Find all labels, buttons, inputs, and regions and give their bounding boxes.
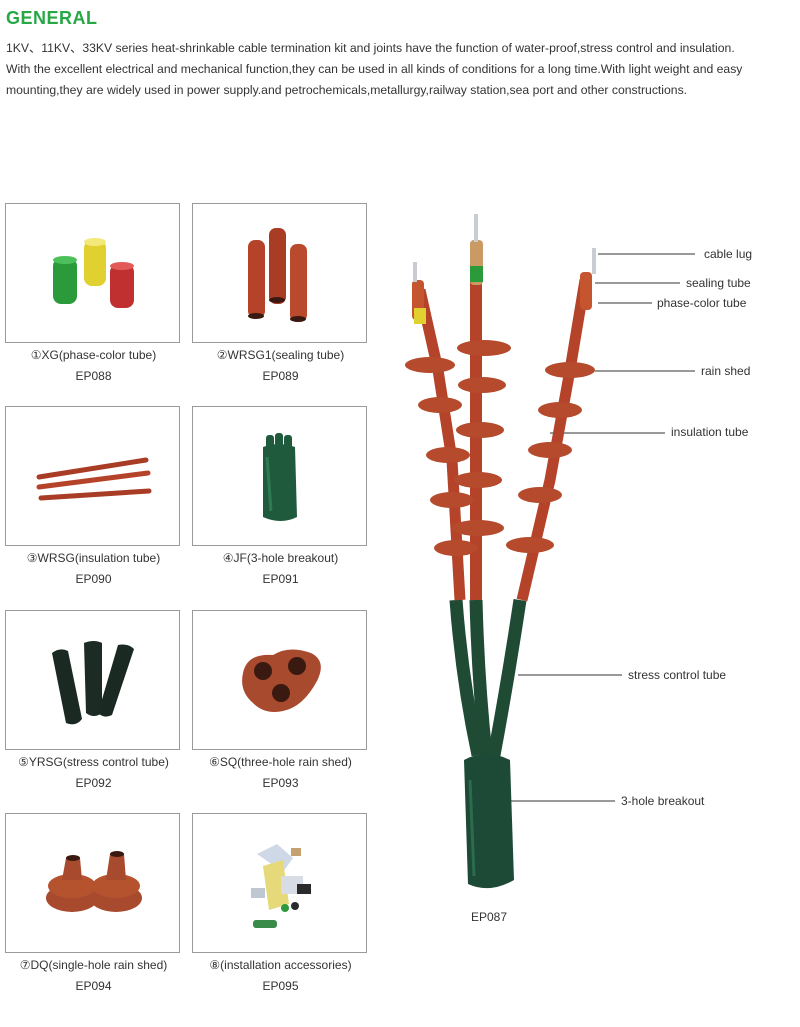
product-caption: ③WRSG(insulation tube): [26, 551, 161, 565]
callout-phase-color-tube: phase-color tube: [657, 296, 747, 310]
callout-cable-lug: cable lug: [704, 247, 753, 261]
product-code: EP093: [262, 776, 299, 790]
description: 1KV、11KV、33KV series heat-shrinkable cab…: [6, 38, 796, 101]
product-caption: ①XG(phase-color tube): [30, 348, 157, 362]
product-caption: ⑧(installation accessories): [209, 958, 352, 972]
callout-insulation-tube: insulation tube: [671, 425, 749, 439]
product-image-frame: [192, 610, 367, 750]
product-image-frame: [192, 406, 367, 546]
description-line: 1KV、11KV、33KV series heat-shrinkable cab…: [6, 41, 735, 55]
product-image-frame: [5, 813, 180, 953]
product-code: EP092: [75, 776, 112, 790]
main-product-code: EP087: [471, 910, 508, 924]
product-code: EP089: [262, 369, 299, 383]
sealing-tube-image: [248, 228, 307, 322]
product-image-frame: [5, 406, 180, 546]
breakout-image: [263, 433, 297, 521]
three-hole-rain-shed-image: [242, 649, 321, 712]
callout-rain-shed: rain shed: [701, 364, 751, 378]
installation-accessories-image: [251, 844, 311, 928]
insulation-tube-image: [36, 457, 152, 501]
single-hole-rain-shed-image: [46, 851, 142, 912]
product-image-frame: [5, 203, 180, 343]
termination-kit-illustration: [405, 214, 695, 889]
product-image-frame: [192, 203, 367, 343]
product-caption: ②WRSG1(sealing tube): [216, 348, 345, 362]
callout-sealing-tube: sealing tube: [686, 276, 751, 290]
product-image-frame: [5, 610, 180, 750]
description-line: mounting,they are widely used in power s…: [6, 83, 688, 97]
description-line: With the excellent electrical and mechan…: [6, 62, 743, 76]
product-code: EP091: [262, 572, 299, 586]
product-code: EP094: [75, 979, 112, 993]
product-caption: ⑦DQ(single-hole rain shed): [19, 958, 168, 972]
phase-color-tube-image: [53, 238, 134, 308]
termination-kit-diagram: cable lug sealing tube phase-color tube …: [390, 200, 800, 960]
stress-control-tube-image: [52, 641, 134, 725]
page-title: GENERAL: [6, 8, 98, 28]
product-caption: ⑤YRSG(stress control tube): [18, 755, 169, 769]
product-code: EP090: [75, 572, 112, 586]
callout-3-hole-breakout: 3-hole breakout: [621, 794, 705, 808]
product-image-frame: [192, 813, 367, 953]
product-caption: ④JF(3-hole breakout): [222, 551, 339, 565]
product-code: EP088: [75, 369, 112, 383]
product-code: EP095: [262, 979, 299, 993]
product-caption: ⑥SQ(three-hole rain shed): [209, 755, 352, 769]
callout-stress-control-tube: stress control tube: [628, 668, 727, 682]
